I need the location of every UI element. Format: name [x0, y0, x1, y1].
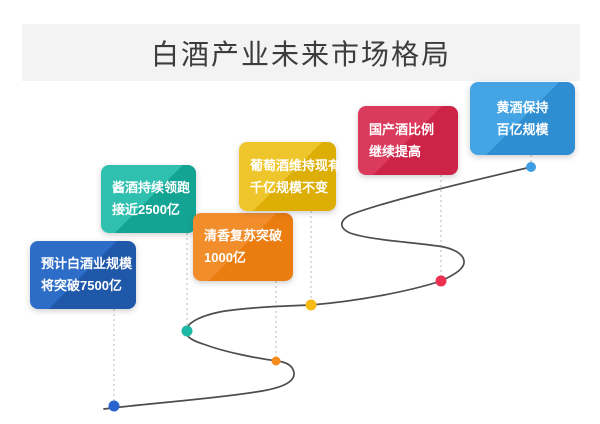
milestone-box-3: 清香复苏突破 1000亿: [193, 213, 293, 281]
milestone-box-6: 黄酒保持百亿规模: [470, 82, 575, 155]
milestone-dot: [305, 299, 317, 311]
title-bar: 白酒产业未来市场格局: [22, 24, 580, 81]
milestone-dot: [435, 275, 447, 287]
milestone-dot: [271, 356, 281, 366]
milestone-label-line: 国产酒比例: [369, 121, 435, 137]
flow-path: [103, 166, 532, 410]
milestone-label-line: 接近2500亿: [112, 202, 180, 217]
milestone-label-line: 将突破7500亿: [41, 278, 122, 293]
milestone-label-line: 百亿规模: [496, 121, 549, 137]
milestone-dot: [526, 162, 536, 172]
milestone-label-line: 千亿规模不变: [250, 179, 329, 195]
page-title: 白酒产业未来市场格局: [150, 38, 451, 70]
milestone-box-5: 国产酒比例继续提高: [358, 106, 458, 175]
milestone-dot: [181, 325, 193, 337]
milestone-label-line: 酱酒持续领跑: [112, 180, 191, 195]
milestone-box-4: 葡萄酒维持现有千亿规模不变: [239, 142, 342, 211]
milestone-label-line: 继续提高: [369, 143, 422, 159]
milestone-dot: [108, 400, 120, 412]
milestone-label-line: 1000亿: [204, 250, 246, 265]
milestone-box-1: 预计白酒业规模将突破7500亿: [30, 241, 136, 309]
milestone-label-line: 黄酒保持: [496, 99, 549, 115]
milestone-label-line: 葡萄酒维持现有: [250, 157, 342, 173]
milestone-label-line: 预计白酒业规模: [41, 256, 133, 271]
milestone-label-line: 清香复苏突破: [204, 228, 283, 243]
milestone-box-2: 酱酒持续领跑接近2500亿: [101, 165, 196, 233]
